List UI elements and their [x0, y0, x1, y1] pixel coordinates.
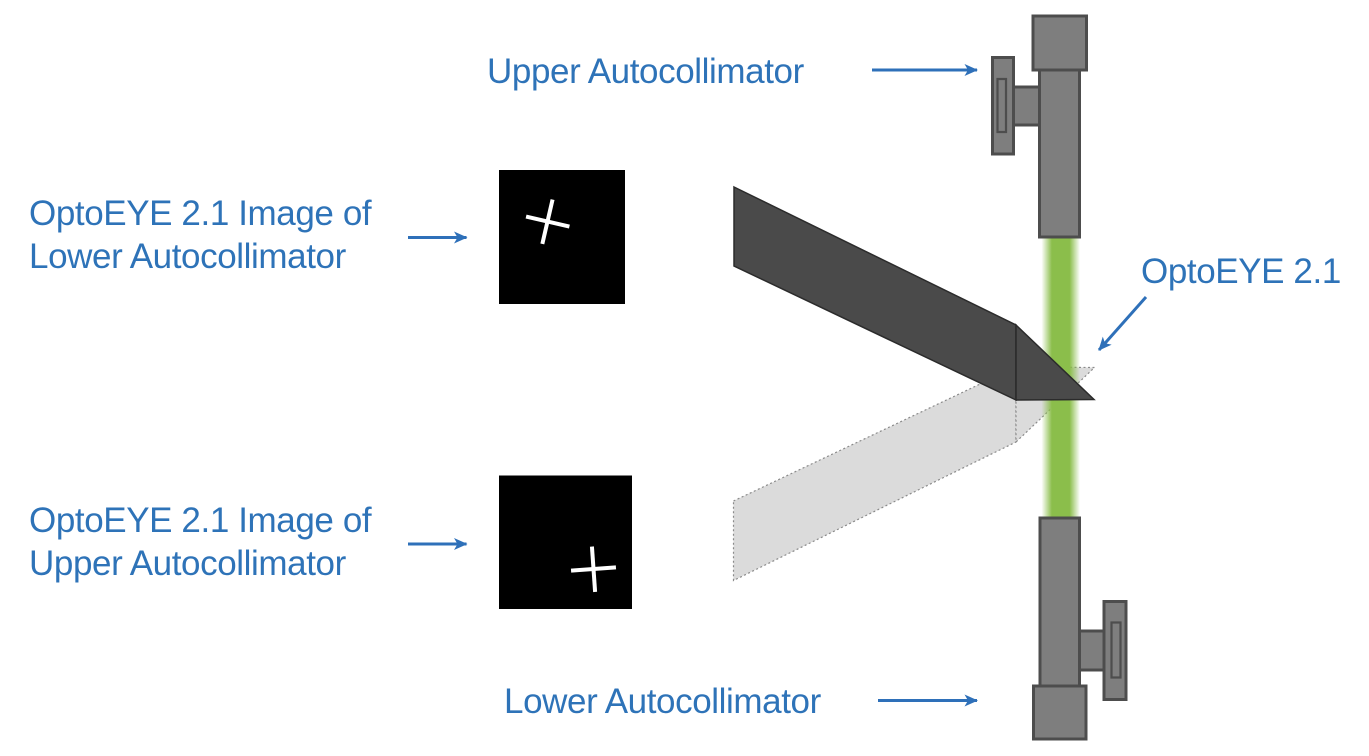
lower-image-label: OptoEYE 2.1 Image of Lower Autocollimato… [29, 192, 372, 278]
upper-image-label-line2: Upper Autocollimator [29, 544, 346, 583]
lower-image-label-line1: OptoEYE 2.1 Image of [29, 194, 372, 233]
lower-autocollimator-body [1038, 516, 1081, 688]
camera-image-upper-frame [499, 475, 632, 609]
lower-image-label-line2: Lower Autocollimator [29, 237, 346, 276]
upper-autocollimator-knob-stem [1011, 85, 1042, 127]
upper-autocollimator-head [1031, 14, 1088, 72]
lower-autocollimator-base [1032, 684, 1088, 741]
upper-beam-tip [1015, 323, 1096, 401]
upper-autocollimator-knob-slot [996, 77, 1008, 134]
lower-autocollimator [1032, 516, 1128, 741]
upper-beam-path [733, 185, 1096, 402]
camera-image-upper-autocollimator [499, 475, 632, 609]
upper-beam-body [733, 185, 1017, 402]
lower-autocollimator-label: Lower Autocollimator [504, 682, 821, 721]
lower-autocollimator-knob-stem [1078, 629, 1106, 672]
upper-autocollimator-body [1038, 68, 1081, 239]
upper-autocollimator [991, 14, 1088, 239]
lower-beam-body [732, 366, 1017, 582]
optoeye-label: OptoEYE 2.1 [1141, 252, 1341, 291]
crosshair-upper-icon [570, 546, 617, 593]
camera-image-lower-autocollimator [499, 170, 625, 304]
camera-image-lower-frame [499, 170, 625, 304]
upper-image-label: OptoEYE 2.1 Image of Upper Autocollimato… [29, 499, 372, 585]
crosshair-lower-icon [525, 199, 570, 245]
upper-image-label-line1: OptoEYE 2.1 Image of [29, 501, 372, 540]
optoeye-arrow [1097, 296, 1148, 351]
upper-autocollimator-label: Upper Autocollimator [487, 52, 804, 91]
lower-autocollimator-knob-slot [1110, 621, 1122, 679]
